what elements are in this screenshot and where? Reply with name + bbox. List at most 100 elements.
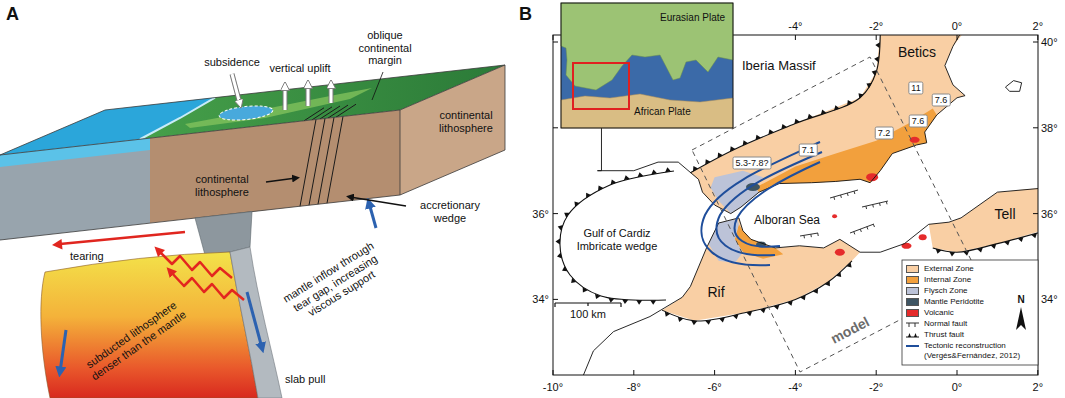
thrust-tooth bbox=[858, 93, 863, 98]
thrust-tooth bbox=[807, 114, 813, 119]
thrust-tooth bbox=[1018, 237, 1024, 242]
axis-tick bbox=[957, 370, 958, 375]
legend-box bbox=[902, 260, 1038, 365]
inset-sea bbox=[561, 3, 733, 128]
arrow-outline bbox=[283, 86, 288, 110]
axis-tick bbox=[1033, 127, 1038, 128]
plate-label: African Plate bbox=[634, 106, 691, 118]
legend-text: Flysch Zone bbox=[924, 286, 968, 296]
legend-symbol bbox=[906, 331, 919, 339]
slab-edge bbox=[230, 247, 282, 398]
thrust-tooth bbox=[586, 193, 591, 198]
normal-fault-tick bbox=[860, 229, 861, 232]
process-label: vertical uplift bbox=[269, 62, 330, 75]
external-zone bbox=[929, 188, 1038, 252]
axis-label: -8° bbox=[627, 381, 641, 394]
thrust-tooth bbox=[608, 298, 614, 303]
legend-text: Normal fault bbox=[924, 319, 967, 329]
legend-item: Flysch Zone bbox=[906, 286, 1034, 296]
thrust-tooth bbox=[872, 70, 877, 76]
region-label: Alboran Sea bbox=[754, 214, 820, 228]
legend-symbol bbox=[906, 320, 919, 328]
thrust-tooth bbox=[875, 42, 880, 48]
axis-tick bbox=[553, 127, 558, 128]
region-label: Gulf of Cardiz Imbricate wedge bbox=[571, 227, 663, 252]
normal-fault-symbol bbox=[906, 323, 919, 327]
right-lithosphere-face bbox=[400, 65, 505, 195]
normal-fault-tick bbox=[886, 201, 888, 204]
north-arrow bbox=[1016, 307, 1026, 330]
flysch-zone bbox=[709, 219, 743, 263]
normal-fault-tick bbox=[803, 235, 804, 238]
volcanic-body bbox=[835, 249, 845, 256]
axis-tick bbox=[714, 370, 715, 375]
panel-letter: B bbox=[519, 4, 532, 25]
thrust-tooth bbox=[651, 170, 657, 175]
inset-highlight bbox=[573, 63, 629, 109]
normal-fault bbox=[850, 224, 874, 233]
arrow-outline bbox=[306, 84, 311, 106]
thrust-tooth bbox=[595, 294, 601, 299]
oceanic-lithosphere-face bbox=[0, 138, 150, 240]
legend-item: Thrust fault bbox=[906, 330, 1034, 340]
legend-swatch bbox=[906, 309, 919, 317]
thrust-tooth bbox=[821, 110, 827, 115]
thrust-tooth bbox=[977, 247, 983, 252]
callout-number-box: 7.1 bbox=[799, 144, 818, 157]
normal-fault-tick bbox=[854, 232, 855, 235]
region-label: Rif bbox=[707, 284, 724, 300]
region-label: Betics bbox=[898, 44, 936, 60]
normal-fault-tick bbox=[879, 203, 881, 206]
thrust-tooth bbox=[813, 288, 818, 293]
normal-fault-tick bbox=[833, 197, 835, 200]
thrust-tooth bbox=[705, 320, 711, 325]
panel-letter: A bbox=[6, 4, 19, 25]
structure-label: accretionary wedge bbox=[410, 199, 490, 224]
thrust-tooth bbox=[746, 311, 752, 316]
thrust-tooth bbox=[836, 272, 841, 277]
legend-item: Normal fault bbox=[906, 319, 1034, 329]
layer-label: continental lithosphere bbox=[430, 109, 502, 134]
thrust-tooth bbox=[991, 244, 997, 249]
axis-label: 2° bbox=[1033, 381, 1044, 394]
thrust-tooth bbox=[705, 159, 710, 164]
thrust-fault-symbol bbox=[906, 337, 919, 338]
thrust-fault bbox=[662, 261, 852, 321]
normal-fault bbox=[800, 233, 818, 236]
convergence-arrow bbox=[350, 197, 406, 206]
model-outline bbox=[692, 57, 980, 372]
continental-lithosphere-face bbox=[150, 110, 400, 223]
thrust-tooth bbox=[558, 225, 563, 231]
thrust-tooth bbox=[743, 140, 748, 145]
thrust-tooth bbox=[866, 83, 871, 88]
legend-text: Mantle Peridotite bbox=[924, 297, 984, 307]
region-label: Tell bbox=[994, 206, 1015, 222]
thrust-fault bbox=[933, 231, 1038, 252]
normal-fault-tick bbox=[810, 234, 811, 237]
normal-fault-tick bbox=[854, 191, 856, 194]
scale-bar bbox=[555, 303, 621, 307]
legend: External ZoneInternal ZoneFlysch ZoneMan… bbox=[902, 260, 1038, 365]
subsidence-arrow bbox=[232, 74, 240, 104]
callout-number-box: 7.2 bbox=[875, 127, 894, 140]
layer-label: continental lithosphere bbox=[183, 173, 261, 198]
axis-label: 36° bbox=[1041, 207, 1058, 220]
leader-line bbox=[372, 72, 383, 100]
axis-label: -4° bbox=[788, 381, 802, 394]
structure-label: oblique continental margin bbox=[349, 29, 421, 67]
normal-fault-tick bbox=[865, 206, 867, 209]
axis-tick bbox=[1037, 370, 1038, 375]
callout-number-box: 7.6 bbox=[909, 115, 928, 128]
sinking-arrow bbox=[60, 330, 66, 372]
axis-tick bbox=[957, 35, 958, 40]
inset-africa bbox=[561, 94, 733, 128]
scale-label: 100 km bbox=[570, 308, 606, 321]
coastline bbox=[579, 188, 1038, 375]
block-diagram bbox=[0, 65, 505, 398]
thrust-tooth bbox=[846, 262, 851, 267]
thrust-tooth bbox=[787, 300, 793, 305]
thrust-fault bbox=[560, 171, 674, 300]
thrust-tooth bbox=[781, 124, 787, 129]
callout-number: 7.6 bbox=[935, 95, 948, 106]
thrust-tooth bbox=[611, 179, 617, 184]
